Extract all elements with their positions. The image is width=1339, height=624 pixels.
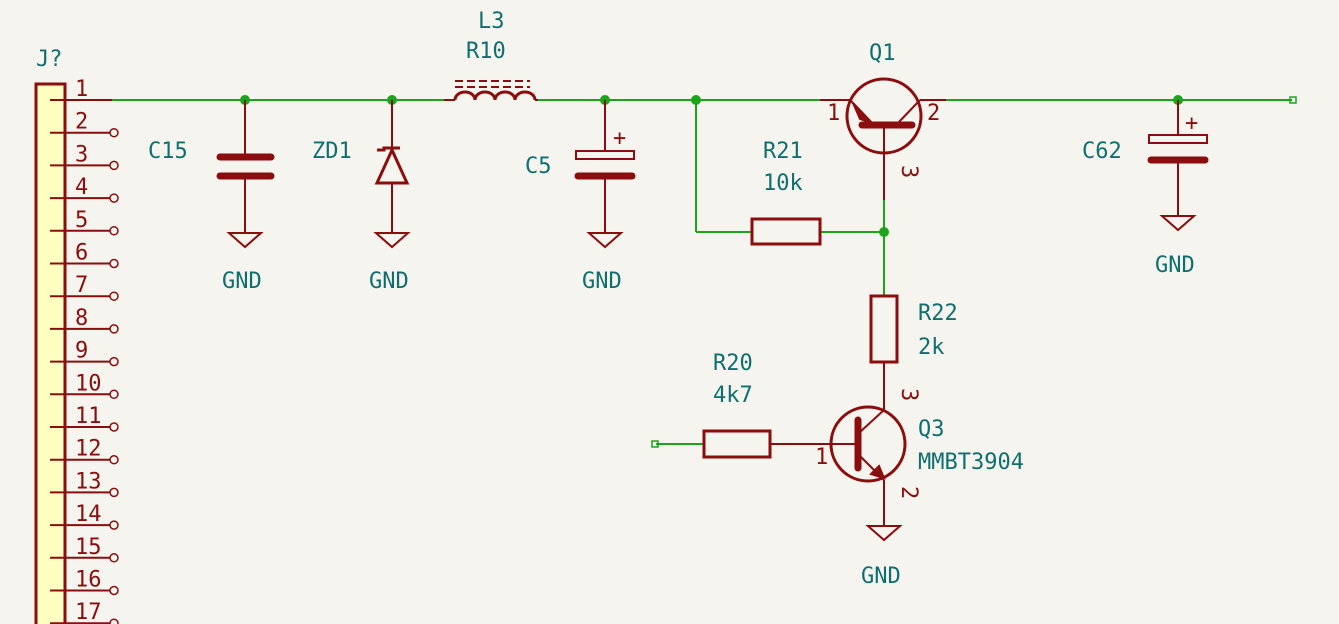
junctions (240, 95, 1183, 237)
connector-pin-15[interactable]: 15 (50, 535, 119, 563)
net-end-marker (651, 440, 659, 448)
q1-ref: Q1 (869, 41, 896, 66)
l3-ref: L3 (478, 9, 505, 34)
connector-pin-4[interactable]: 4 (50, 175, 119, 203)
resistor-r22[interactable] (869, 294, 899, 410)
c15-ref: C15 (148, 139, 188, 164)
connector-pin-label: 2 (75, 110, 88, 135)
connector-pin-10[interactable]: 10 (50, 371, 119, 400)
connector-pin-12[interactable]: 12 (50, 437, 119, 465)
connector-pin-label: 11 (75, 404, 102, 429)
connector-pin-label: 8 (75, 306, 88, 331)
capacitor-c62[interactable] (1147, 100, 1209, 232)
connector-pin-1[interactable]: 1 (50, 77, 112, 102)
connector-pin-5[interactable]: 5 (50, 208, 119, 236)
connector-pin-9[interactable]: 9 (50, 339, 119, 367)
transistor-q3[interactable] (829, 405, 907, 542)
zener-zd1[interactable] (373, 100, 411, 249)
connector-body (34, 82, 67, 624)
resistor-r20[interactable] (702, 429, 835, 459)
c5-plus: + (613, 126, 626, 151)
connector-pin-8[interactable]: 8 (50, 306, 119, 334)
r22-value: 2k (918, 335, 945, 360)
inductor-l3[interactable] (444, 80, 538, 101)
q3-pin1: 1 (815, 445, 828, 470)
gnd-label-q3: GND (861, 564, 901, 589)
junction-dot (879, 227, 889, 237)
q1-pin2: 2 (927, 101, 940, 126)
q1-pin1: 1 (827, 101, 840, 126)
capacitor-c5[interactable] (574, 100, 636, 249)
q3-pin2: 2 (896, 486, 921, 499)
connector-ref: J? (36, 47, 63, 72)
connector-pin-6[interactable]: 6 (50, 241, 119, 269)
r21-ref: R21 (763, 139, 803, 164)
connector-pin-label: 3 (75, 142, 88, 167)
connector-pin-7[interactable]: 7 (50, 273, 119, 301)
capacitor-c15[interactable] (216, 100, 275, 249)
transistor-q1[interactable] (820, 77, 946, 200)
connector-pin-label: 12 (75, 437, 102, 462)
connector-pin-13[interactable]: 13 (50, 469, 119, 498)
connector-pin-label: 1 (75, 77, 88, 102)
net-end-marker (1289, 96, 1297, 104)
connector-pin-17[interactable]: 17 (50, 600, 119, 624)
gnd-label-c5: GND (582, 269, 622, 294)
c5-ref: C5 (525, 154, 552, 179)
gnd-label-zd1: GND (369, 269, 409, 294)
r21-value: 10k (763, 171, 803, 196)
q3-ref: Q3 (918, 417, 945, 442)
q3-pin3: 3 (896, 388, 921, 401)
zd1-ref: ZD1 (312, 139, 352, 164)
connector-pin-label: 16 (75, 568, 102, 593)
connector-pin-3[interactable]: 3 (50, 142, 119, 171)
connector-pin-11[interactable]: 11 (50, 404, 119, 432)
connector-pin-label: 14 (75, 502, 102, 527)
connector-pin-label: 10 (75, 371, 102, 396)
connector-pin-label: 13 (75, 469, 102, 494)
q3-value: MMBT3904 (918, 450, 1024, 475)
connector-pin-label: 9 (75, 339, 88, 364)
c62-plus: + (1185, 111, 1198, 136)
connector-pin-2[interactable]: 2 (50, 110, 119, 138)
connector-pin-label: 5 (75, 208, 88, 233)
connector-pin-label: 17 (75, 600, 102, 624)
gnd-label-c62: GND (1155, 253, 1195, 278)
wires (112, 99, 1292, 445)
q1-pin3: 3 (896, 165, 921, 178)
gnd-label-c15: GND (222, 269, 262, 294)
connector-pin-label: 15 (75, 535, 102, 560)
r20-ref: R20 (713, 351, 753, 376)
r22-ref: R22 (918, 301, 958, 326)
junction-dot (691, 95, 701, 105)
resistor-r21[interactable] (750, 217, 822, 246)
r20-value: 4k7 (713, 383, 753, 408)
connector-pin-label: 4 (75, 175, 88, 200)
connector-pin-label: 7 (75, 273, 88, 298)
connector-pin-label: 6 (75, 241, 88, 266)
c62-ref: C62 (1082, 139, 1122, 164)
l3-value: R10 (466, 39, 506, 64)
connector-pin-14[interactable]: 14 (50, 502, 119, 530)
connector-pin-16[interactable]: 16 (50, 568, 119, 596)
